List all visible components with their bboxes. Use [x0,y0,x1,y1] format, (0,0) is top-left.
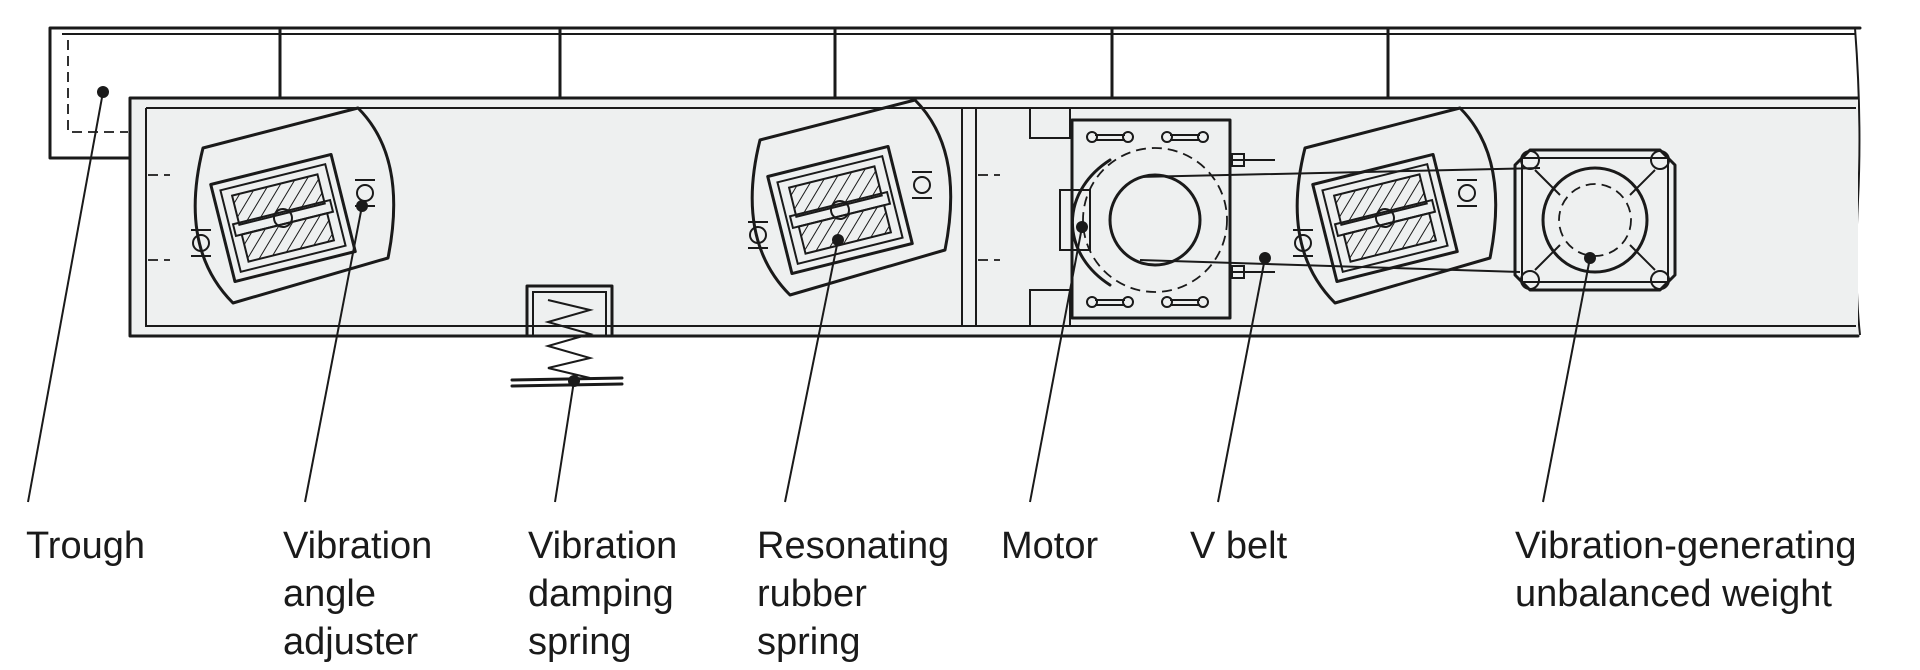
label-line: unbalanced weight [1515,573,1832,615]
trough [48,26,1862,336]
label-line: spring [528,621,632,663]
label-line: Vibration [528,525,678,567]
label-resonating-rubber-spring: Resonating rubber spring [757,522,949,666]
label-trough-line: Trough [26,525,145,567]
label-line: Resonating [757,525,950,567]
label-line: Vibration-generating [1515,525,1857,567]
label-vibration-angle-adjuster: Vibration angle adjuster [283,522,432,666]
label-line: Motor [1001,525,1099,567]
label-motor: Motor [1001,522,1098,570]
label-line: damping [528,573,674,615]
label-trough: Trough [26,522,145,570]
label-vibration-damping-spring: Vibration damping spring [528,522,677,666]
label-line: adjuster [283,621,419,663]
label-line: spring [757,621,861,663]
label-line: V belt [1190,525,1288,567]
label-line: rubber [757,573,867,615]
label-vibration-generating-unbalanced-weight: Vibration-generating unbalanced weight [1515,522,1857,618]
v-belt [1139,167,1541,273]
label-line: Vibration [283,525,433,567]
damping-spring [510,284,624,388]
unbalanced-weight [1513,148,1677,292]
motor [1029,108,1275,326]
label-line: angle [283,573,376,615]
leader-lines [27,86,1596,503]
conveyor-frame [128,96,1860,338]
label-v-belt: V belt [1190,522,1287,570]
